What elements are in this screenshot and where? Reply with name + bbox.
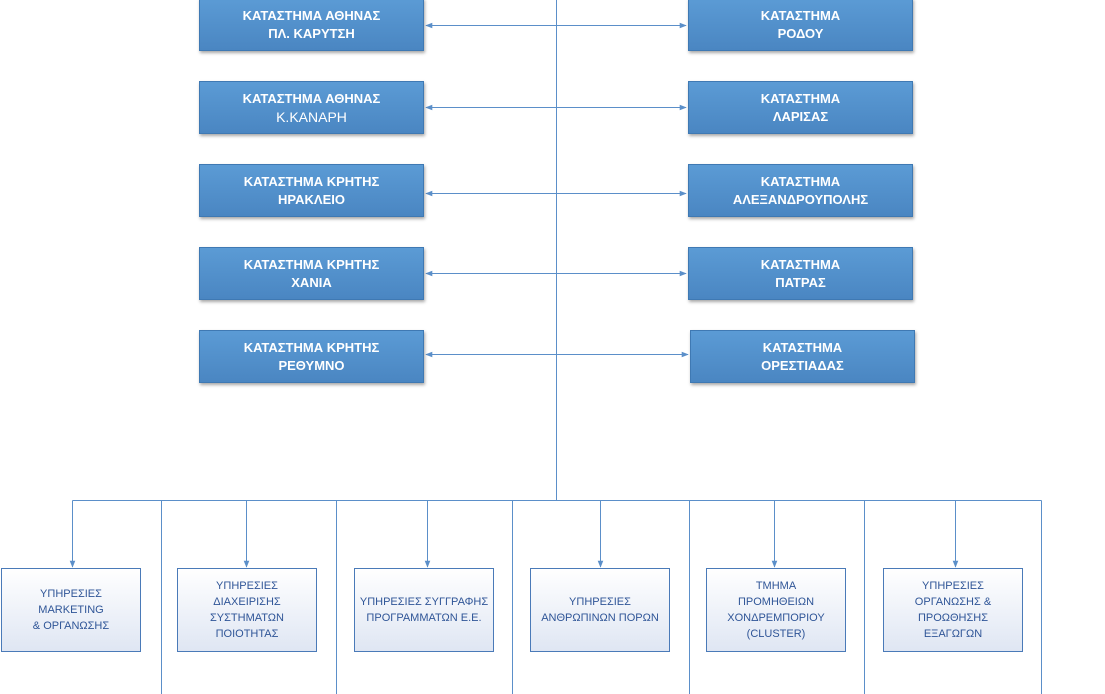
store-box-patra: ΚΑΤΑΣΤΗΜΑ ΠΑΤΡΑΣ: [688, 247, 913, 300]
store-title: ΚΑΤΑΣΤΗΜΑ ΑΘΗΝΑΣ: [242, 90, 381, 106]
service-text-line: ΟΡΓΑΝΩΣΗΣ &: [914, 596, 992, 608]
service-text-line: ΧΟΝΔΡΕΜΠΟΡΙΟΥ: [727, 612, 825, 624]
store-box-crete-heraklion: ΚΑΤΑΣΤΗΜΑ ΚΡΗΤΗΣ ΗΡΑΚΛΕΙΟ: [199, 164, 424, 217]
service-text-line: ΑΝΘΡΩΠΙΝΩΝ ΠΟΡΩΝ: [541, 612, 659, 624]
service-box-exports: ΥΠΗΡΕΣΙΕΣ ΟΡΓΑΝΩΣΗΣ & ΠΡΟΩΘΗΣΗΣ ΕΞΑΓΩΓΩΝ: [883, 568, 1023, 652]
service-box-human-resources: ΥΠΗΡΕΣΙΕΣ ΑΝΘΡΩΠΙΝΩΝ ΠΟΡΩΝ: [530, 568, 670, 652]
service-box-eu-programs: ΥΠΗΡΕΣΙΕΣ ΣΥΓΓΡΑΦΗΣ ΠΡΟΓΡΑΜΜΑΤΩΝ Ε.Ε.: [354, 568, 494, 652]
store-location: ΠΛ. ΚΑΡΥΤΣΗ: [268, 25, 355, 41]
store-box-crete-chania: ΚΑΤΑΣΤΗΜΑ ΚΡΗΤΗΣ ΧΑΝΙΑ: [199, 247, 424, 300]
store-location: ΡΕΘΥΜΝΟ: [278, 357, 345, 373]
service-text-line: ΥΠΗΡΕΣΙΕΣ: [569, 596, 631, 608]
service-text-line: ΕΞΑΓΩΓΩΝ: [923, 628, 983, 640]
service-text-line: (CLUSTER): [746, 628, 806, 640]
store-location: ΗΡΑΚΛΕΙΟ: [278, 191, 345, 207]
store-title: ΚΑΤΑΣΤΗΜΑ: [760, 256, 841, 272]
service-text-line: ΥΠΗΡΕΣΙΕΣ: [40, 588, 102, 600]
store-location: ΟΡΕΣΤΙΑΔΑΣ: [761, 357, 844, 373]
store-box-orestiada: ΚΑΤΑΣΤΗΜΑ ΟΡΕΣΤΙΑΔΑΣ: [690, 330, 915, 383]
service-box-wholesale-cluster: ΤΜΗΜΑ ΠΡΟΜΗΘΕΙΩΝ ΧΟΝΔΡΕΜΠΟΡΙΟΥ (CLUSTER): [706, 568, 846, 652]
store-location: ΑΛΕΞΑΝΔΡΟΥΠΟΛΗΣ: [732, 191, 869, 207]
store-box-alexandroupoli: ΚΑΤΑΣΤΗΜΑ ΑΛΕΞΑΝΔΡΟΥΠΟΛΗΣ: [688, 164, 913, 217]
store-title: ΚΑΤΑΣΤΗΜΑ ΚΡΗΤΗΣ: [243, 339, 380, 355]
store-box-crete-rethymno: ΚΑΤΑΣΤΗΜΑ ΚΡΗΤΗΣ ΡΕΘΥΜΝΟ: [199, 330, 424, 383]
service-text-line: & ΟΡΓΑΝΩΣΗΣ: [32, 620, 110, 632]
store-box-athens-kanari: ΚΑΤΑΣΤΗΜΑ ΑΘΗΝΑΣ Κ.ΚΑΝΑΡΗ: [199, 81, 424, 134]
service-text-line: MARKETING: [38, 604, 104, 616]
service-text-line: ΠΟΙΟΤΗΤΑΣ: [215, 628, 279, 640]
store-location: ΧΑΝΙΑ: [291, 274, 332, 290]
service-text-line: ΠΡΟΜΗΘΕΙΩΝ: [737, 596, 815, 608]
service-text-line: ΥΠΗΡΕΣΙΕΣ: [922, 580, 984, 592]
store-title: ΚΑΤΑΣΤΗΜΑ: [760, 7, 841, 23]
store-location: Κ.ΚΑΝΑΡΗ: [276, 108, 347, 125]
store-box-athens-karytsi: ΚΑΤΑΣΤΗΜΑ ΑΘΗΝΑΣ ΠΛ. ΚΑΡΥΤΣΗ: [199, 0, 424, 51]
service-box-marketing: ΥΠΗΡΕΣΙΕΣ MARKETING & ΟΡΓΑΝΩΣΗΣ: [1, 568, 141, 652]
service-text-line: ΥΠΗΡΕΣΙΕΣ: [216, 580, 278, 592]
store-title: ΚΑΤΑΣΤΗΜΑ: [760, 90, 841, 106]
service-text-line: ΔΙΑΧΕΙΡΙΣΗΣ: [213, 596, 281, 608]
service-text-line: ΠΡΟΓΡΑΜΜΑΤΩΝ Ε.Ε.: [366, 612, 482, 624]
service-box-quality-systems: ΥΠΗΡΕΣΙΕΣ ΔΙΑΧΕΙΡΙΣΗΣ ΣΥΣΤΗΜΑΤΩΝ ΠΟΙΟΤΗΤ…: [177, 568, 317, 652]
service-text-line: ΠΡΟΩΘΗΣΗΣ: [917, 612, 989, 624]
store-location: ΡΟΔΟΥ: [777, 25, 824, 41]
store-title: ΚΑΤΑΣΤΗΜΑ ΑΘΗΝΑΣ: [242, 7, 381, 23]
service-text-line: ΣΥΣΤΗΜΑΤΩΝ: [210, 612, 284, 624]
service-text-line: ΥΠΗΡΕΣΙΕΣ ΣΥΓΓΡΑΦΗΣ: [359, 596, 489, 608]
store-location: ΠΑΤΡΑΣ: [775, 274, 826, 290]
store-box-rhodes: ΚΑΤΑΣΤΗΜΑ ΡΟΔΟΥ: [688, 0, 913, 51]
service-text-line: ΤΜΗΜΑ: [755, 580, 797, 592]
store-title: ΚΑΤΑΣΤΗΜΑ: [762, 339, 843, 355]
store-title: ΚΑΤΑΣΤΗΜΑ: [760, 173, 841, 189]
store-box-larisa: ΚΑΤΑΣΤΗΜΑ ΛΑΡΙΣΑΣ: [688, 81, 913, 134]
store-title: ΚΑΤΑΣΤΗΜΑ ΚΡΗΤΗΣ: [243, 256, 380, 272]
store-title: ΚΑΤΑΣΤΗΜΑ ΚΡΗΤΗΣ: [243, 173, 380, 189]
store-location: ΛΑΡΙΣΑΣ: [772, 108, 829, 124]
